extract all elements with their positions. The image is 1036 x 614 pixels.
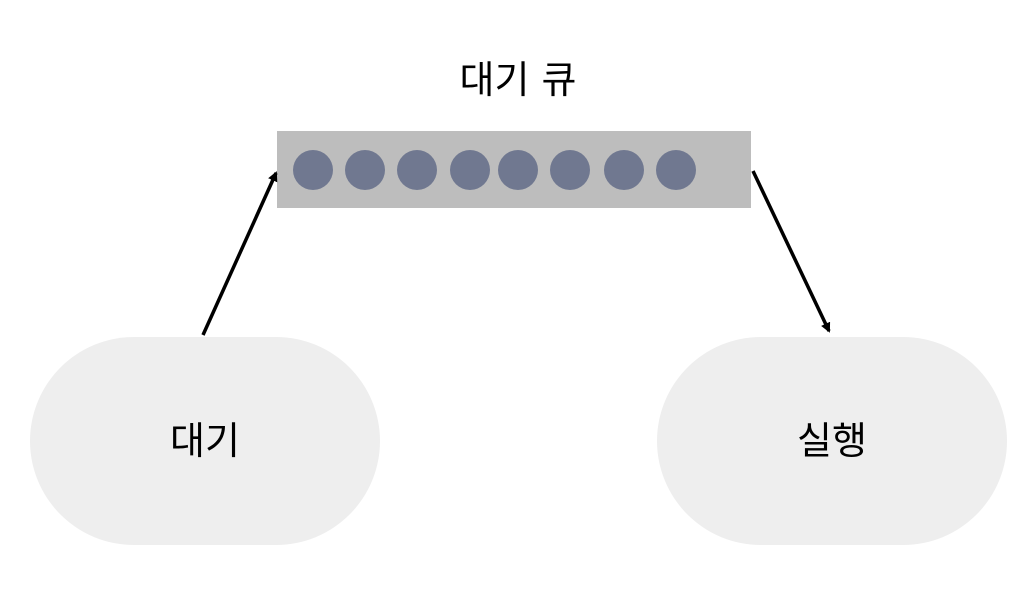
waiting-queue: [277, 131, 751, 208]
queue-token: [293, 150, 333, 190]
waiting-node-label: 대기: [170, 419, 240, 463]
queue-token: [604, 150, 644, 190]
running-node-label: 실행: [797, 419, 867, 463]
queue-token: [345, 150, 385, 190]
arrow-queue-to-running: [751, 170, 831, 333]
queue-token: [498, 150, 538, 190]
queue-token: [656, 150, 696, 190]
queue-token: [450, 150, 490, 190]
arrow-waiting-to-queue: [201, 171, 278, 336]
queue-token: [397, 150, 437, 190]
waiting-node: 대기: [30, 337, 380, 545]
queue-title: 대기 큐: [459, 58, 577, 102]
queue-token: [550, 150, 590, 190]
running-node: 실행: [657, 337, 1007, 545]
